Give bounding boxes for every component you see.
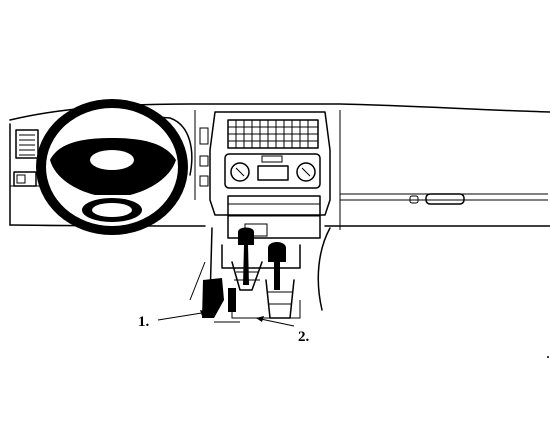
transmission-tunnel <box>189 227 331 319</box>
mount-bracket <box>202 278 240 323</box>
dashboard-outline <box>9 103 550 230</box>
callout-leaders <box>157 310 295 327</box>
gear-lever <box>231 227 263 291</box>
left-air-vent <box>13 129 39 187</box>
glovebox-handle <box>409 193 465 205</box>
steering-wheel <box>36 99 188 235</box>
edge-mark <box>547 356 549 358</box>
callout-label-1: 1. <box>138 314 150 330</box>
transfer-lever <box>265 242 295 319</box>
center-console-panel <box>199 111 331 239</box>
callout-label-2: 2. <box>298 329 310 345</box>
